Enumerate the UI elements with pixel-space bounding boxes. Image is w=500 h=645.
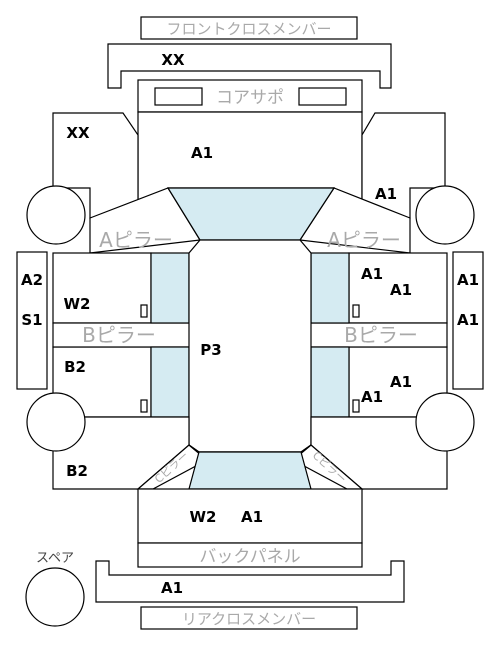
a-pillar-right-label: Aピラー: [327, 228, 401, 252]
right-rocker-lower-code: A1: [457, 311, 479, 329]
front-right-fender-panel[interactable]: [361, 112, 446, 219]
back-panel-label: バックパネル: [199, 547, 300, 567]
rear-cross-member-panel[interactable]: [140, 606, 358, 630]
spare-tire-label: スペア: [36, 551, 74, 566]
front-left-tire[interactable]: [26, 185, 86, 245]
b-pillar-right-label: Bピラー: [344, 323, 418, 347]
rear-right-door-code-b: A1: [361, 388, 383, 406]
back-panel[interactable]: [137, 542, 363, 568]
left-rocker-lower-code: S1: [21, 311, 42, 329]
rear-right-door-handle: [352, 399, 360, 413]
front-member-bracket[interactable]: [107, 43, 392, 89]
front-left-door-handle: [140, 304, 148, 318]
rear-left-tire[interactable]: [26, 392, 86, 452]
roof-code: P3: [200, 341, 221, 359]
right-headlight: [298, 87, 347, 106]
rear-member-bracket[interactable]: [95, 560, 405, 603]
front-right-window[interactable]: [310, 252, 350, 324]
b-pillar-left-panel[interactable]: [52, 322, 191, 348]
rear-right-tire[interactable]: [415, 392, 475, 452]
front-left-window[interactable]: [150, 252, 190, 324]
rear-left-door-code: B2: [64, 358, 86, 376]
right-rocker-panel[interactable]: [452, 251, 484, 390]
front-left-panel-code: XX: [66, 124, 90, 142]
front-left-door-code: W2: [64, 295, 91, 313]
left-headlight: [154, 87, 203, 106]
trunk-left-code: W2: [190, 508, 217, 526]
rear-left-panel-code: B2: [66, 462, 88, 480]
left-rocker-upper-code: A2: [21, 271, 43, 289]
front-right-fender-code: A1: [375, 185, 397, 203]
rear-window-glass[interactable]: [188, 451, 312, 490]
rear-right-door-code-a: A1: [390, 373, 412, 391]
spare-tire[interactable]: [25, 567, 85, 627]
front-right-door-code-a: A1: [361, 265, 383, 283]
front-right-door-handle: [352, 304, 360, 318]
rear-member-code: A1: [161, 579, 183, 597]
front-left-door-panel[interactable]: [52, 252, 152, 324]
rear-right-window[interactable]: [310, 346, 350, 418]
b-pillar-left-label: Bピラー: [82, 323, 156, 347]
front-cross-member-label: フロントクロスメンバー: [166, 20, 331, 38]
front-right-door-code-b: A1: [390, 281, 412, 299]
right-rocker-upper-code: A1: [457, 271, 479, 289]
b-pillar-right-panel[interactable]: [309, 322, 448, 348]
core-support-label: コアサポ: [216, 88, 284, 108]
rear-left-window[interactable]: [150, 346, 190, 418]
front-right-tire[interactable]: [415, 185, 475, 245]
front-member-code: XX: [161, 51, 185, 69]
trunk-right-code: A1: [241, 508, 263, 526]
front-cross-member-panel[interactable]: [140, 16, 358, 40]
rear-left-door-handle: [140, 399, 148, 413]
hood-code: A1: [191, 144, 213, 162]
trunk-panel[interactable]: [137, 488, 363, 544]
a-pillar-left-label: Aピラー: [99, 228, 173, 252]
rear-cross-member-label: リアクロスメンバー: [182, 610, 316, 628]
left-rocker-panel[interactable]: [16, 251, 48, 390]
